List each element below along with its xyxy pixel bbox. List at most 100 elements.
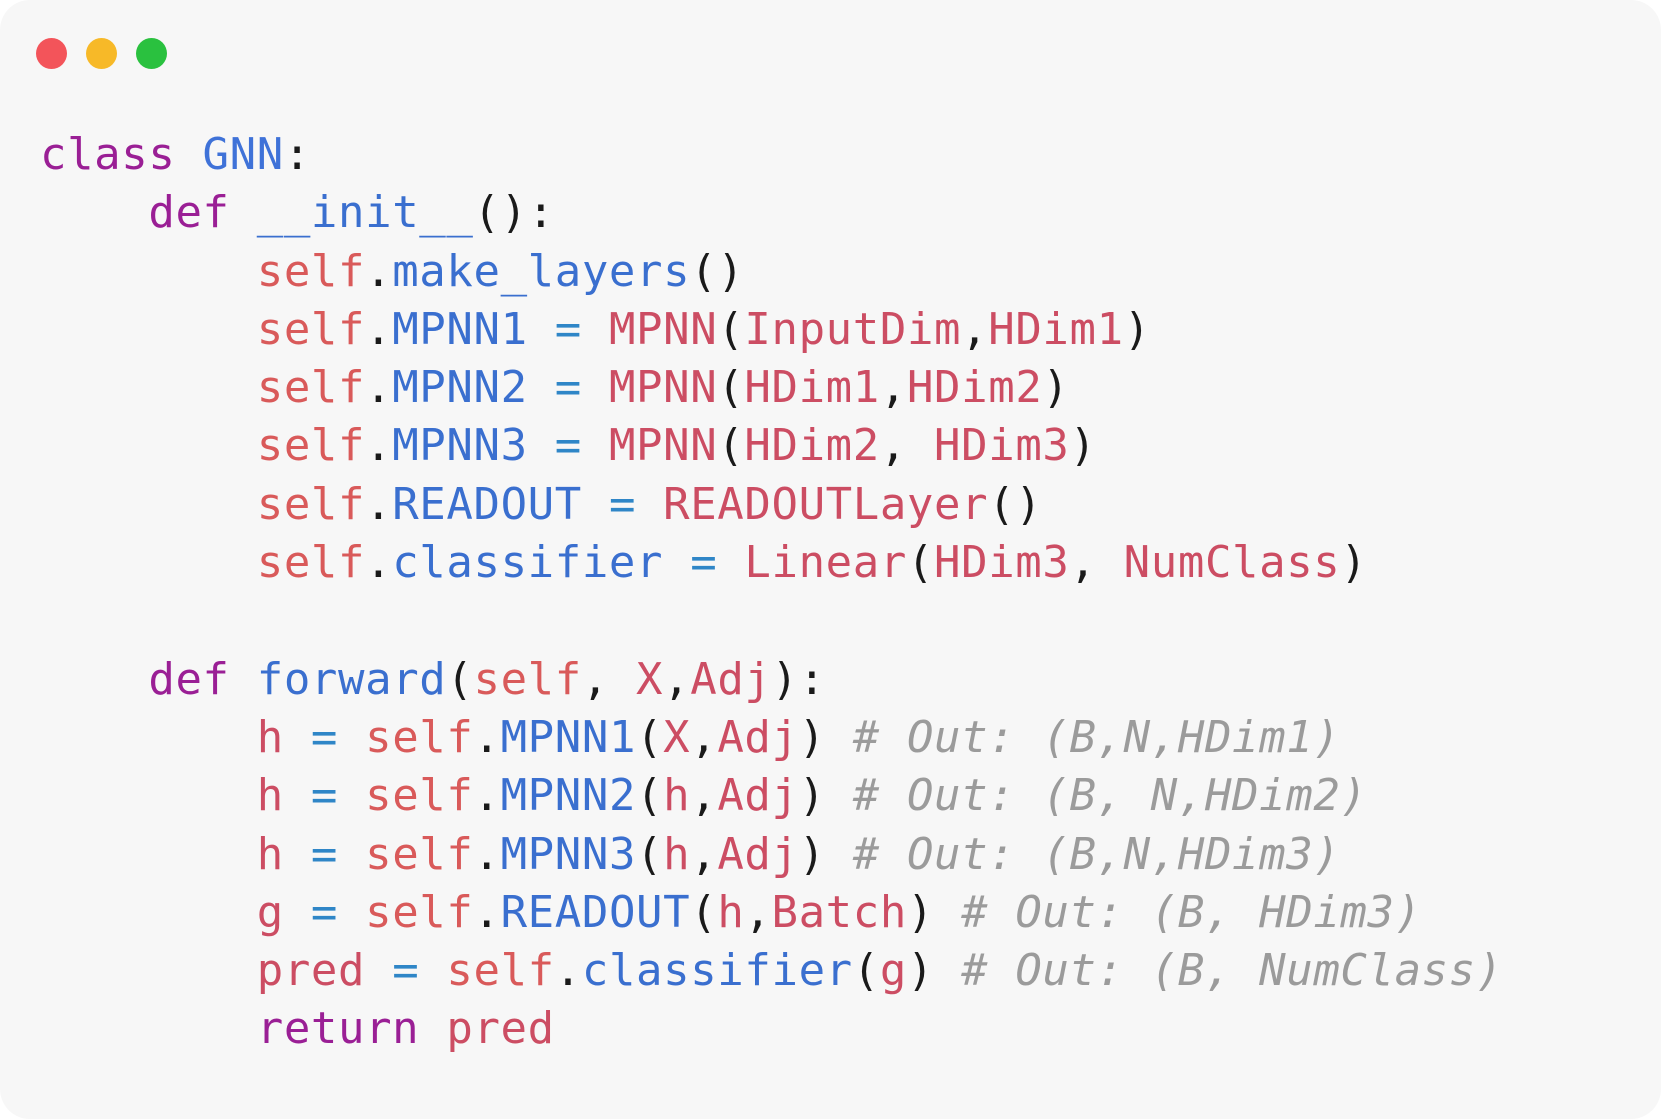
indent xyxy=(40,712,257,763)
code-line: return pred xyxy=(40,1000,1503,1058)
code-token: = xyxy=(554,420,582,472)
code-token: ( xyxy=(690,886,718,938)
code-token xyxy=(175,129,202,180)
code-token: , xyxy=(690,828,718,880)
code-token xyxy=(934,945,961,996)
code-token: , xyxy=(1069,537,1124,589)
code-token: ) xyxy=(1042,362,1070,414)
code-token xyxy=(528,362,555,413)
code-line: def forward(self, X,Adj): xyxy=(40,651,1503,709)
code-token: MPNN3 xyxy=(392,420,528,472)
close-button[interactable] xyxy=(36,38,67,69)
code-token xyxy=(582,304,609,355)
code-token: . xyxy=(365,478,393,530)
code-token: ( xyxy=(852,945,880,997)
code-token: ( xyxy=(636,711,664,763)
code-token xyxy=(338,887,365,938)
code-token: HDim1 xyxy=(988,303,1124,355)
code-line: h = self.MPNN1(X,Adj) # Out: (B,N,HDim1) xyxy=(40,709,1503,767)
code-token: X xyxy=(663,711,691,763)
code-token: = xyxy=(310,770,339,822)
indent xyxy=(40,887,257,938)
code-token: self xyxy=(446,945,555,997)
indent xyxy=(40,479,257,530)
code-token xyxy=(338,770,365,821)
code-token: pred xyxy=(446,1003,555,1055)
code-line: self.READOUT = READOUTLayer() xyxy=(40,476,1503,534)
code-token: READOUTLayer xyxy=(663,478,989,530)
code-token: . xyxy=(365,420,393,472)
code-token: MPNN2 xyxy=(500,770,637,822)
code-token: self xyxy=(256,420,366,472)
indent xyxy=(40,654,148,705)
code-token: # Out: (B, N,HDim2) xyxy=(852,770,1368,822)
code-line: pred = self.classifier(g) # Out: (B, Num… xyxy=(40,942,1503,1000)
code-token: . xyxy=(365,362,393,414)
code-token xyxy=(826,829,853,880)
code-token: # Out: (B, HDim3) xyxy=(961,886,1422,938)
code-token xyxy=(338,829,365,880)
code-token: h xyxy=(256,711,284,763)
code-token: = xyxy=(554,303,582,355)
indent xyxy=(40,304,257,355)
zoom-button[interactable] xyxy=(136,38,167,69)
code-token: ( xyxy=(717,362,745,414)
indent xyxy=(40,829,257,880)
code-token xyxy=(826,770,853,821)
indent xyxy=(40,246,257,297)
code-token xyxy=(582,362,609,413)
code-token: self xyxy=(256,537,366,589)
code-line: h = self.MPNN2(h,Adj) # Out: (B, N,HDim2… xyxy=(40,767,1503,825)
code-token: . xyxy=(365,537,393,589)
code-token: ( xyxy=(446,653,474,705)
code-token: MPNN1 xyxy=(500,711,637,763)
code-token: self xyxy=(365,828,474,880)
code-token: , xyxy=(744,886,772,938)
code-token: HDim2 xyxy=(906,362,1043,414)
code-token: = xyxy=(310,886,339,938)
code-token: GNN xyxy=(202,129,284,180)
code-token xyxy=(338,712,365,763)
code-token: . xyxy=(473,711,501,763)
code-token xyxy=(284,770,311,821)
code-token: h xyxy=(256,828,284,880)
code-token: MPNN xyxy=(608,303,718,355)
indent xyxy=(40,945,257,996)
code-token: def xyxy=(148,653,230,705)
code-token: ) xyxy=(798,770,826,822)
code-token: = xyxy=(310,828,339,880)
code-token: __init__ xyxy=(256,187,474,239)
code-token xyxy=(284,829,311,880)
code-token xyxy=(663,537,690,588)
code-token: ( xyxy=(717,420,745,472)
code-token: NumClass xyxy=(1123,537,1341,589)
code-token: (): xyxy=(473,187,555,239)
code-token xyxy=(230,654,257,705)
code-token: ) xyxy=(906,945,935,997)
code-token: self xyxy=(256,303,366,355)
code-token: ) xyxy=(1123,303,1151,355)
code-token: class xyxy=(40,129,176,180)
code-token: Adj xyxy=(717,828,799,880)
code-line: g = self.READOUT(h,Batch) # Out: (B, HDi… xyxy=(40,884,1503,942)
code-token: MPNN1 xyxy=(392,303,528,355)
code-token: Linear xyxy=(744,537,907,589)
code-token: HDim3 xyxy=(934,537,1070,589)
code-block: class GNN: def __init__(): self.make_lay… xyxy=(40,126,1503,1059)
code-token: = xyxy=(608,478,637,530)
code-token xyxy=(582,420,609,471)
code-token: Batch xyxy=(771,886,907,938)
indent xyxy=(40,770,257,821)
code-token: ) xyxy=(906,886,935,938)
code-token xyxy=(582,479,609,530)
code-token: : xyxy=(283,129,311,180)
code-token: HDim3 xyxy=(934,420,1070,472)
code-line: self.make_layers() xyxy=(40,243,1503,301)
code-token: , xyxy=(581,653,637,705)
code-token: = xyxy=(392,945,420,997)
minimize-button[interactable] xyxy=(86,38,117,69)
code-line: h = self.MPNN3(h,Adj) # Out: (B,N,HDim3) xyxy=(40,826,1503,884)
code-token: self xyxy=(256,245,366,297)
code-token: . xyxy=(554,945,582,997)
code-token xyxy=(636,479,663,530)
